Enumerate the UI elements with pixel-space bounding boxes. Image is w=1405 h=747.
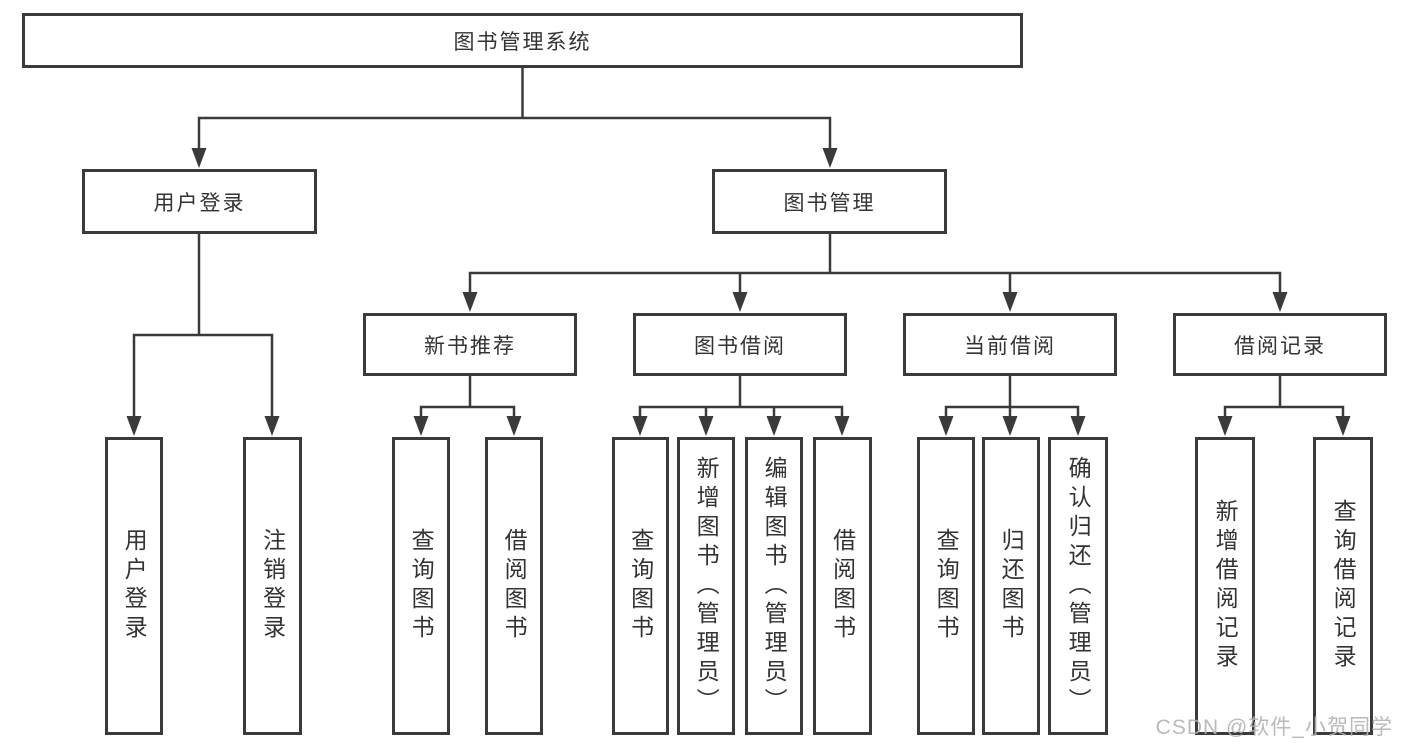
node-root: 图书管理系统 bbox=[22, 13, 1023, 68]
leaf-add-books-admin: 新增图书（管理员） bbox=[677, 437, 735, 735]
node-label: 借阅图书 bbox=[829, 528, 856, 644]
leaf-add-borrow-record: 新增借阅记录 bbox=[1195, 437, 1255, 735]
node-label: 用户登录 bbox=[121, 528, 148, 644]
node-label: 查询图书 bbox=[933, 528, 960, 644]
node-label: 确认归还（管理员） bbox=[1065, 455, 1092, 717]
node-book-management: 图书管理 bbox=[712, 169, 947, 234]
node-label: 图书借阅 bbox=[694, 334, 786, 358]
node-label: 新书推荐 bbox=[424, 334, 516, 358]
leaf-user-login: 用户登录 bbox=[105, 437, 163, 735]
leaf-query-borrow-record: 查询借阅记录 bbox=[1313, 437, 1373, 735]
arrowheads bbox=[126, 148, 1351, 436]
leaf-logout: 注销登录 bbox=[243, 437, 302, 735]
leaf-confirm-return-admin: 确认归还（管理员） bbox=[1048, 437, 1108, 735]
node-borrow-records: 借阅记录 bbox=[1173, 313, 1387, 376]
node-new-book-recommend: 新书推荐 bbox=[363, 313, 577, 376]
leaf-borrow-books-2: 借阅图书 bbox=[813, 437, 872, 735]
node-label: 查询图书 bbox=[408, 528, 435, 644]
node-label: 图书管理 bbox=[783, 191, 876, 215]
node-label: 归还图书 bbox=[998, 528, 1025, 644]
node-label: 查询图书 bbox=[627, 528, 654, 644]
leaf-edit-books-admin: 编辑图书（管理员） bbox=[745, 437, 803, 735]
node-label: 借阅记录 bbox=[1234, 334, 1326, 358]
leaf-query-books-2: 查询图书 bbox=[612, 437, 669, 735]
node-label: 查询借阅记录 bbox=[1330, 499, 1357, 673]
leaf-query-books-3: 查询图书 bbox=[917, 437, 975, 735]
node-label: 新增图书（管理员） bbox=[693, 455, 720, 717]
node-book-borrow: 图书借阅 bbox=[633, 313, 847, 376]
node-label: 借阅图书 bbox=[501, 528, 528, 644]
watermark: CSDN @软件_小贺同学 bbox=[1155, 716, 1393, 739]
node-label: 图书管理系统 bbox=[453, 30, 592, 54]
node-current-borrow: 当前借阅 bbox=[903, 313, 1117, 376]
node-user-login: 用户登录 bbox=[82, 169, 317, 234]
leaf-query-books-1: 查询图书 bbox=[392, 437, 450, 735]
node-label: 用户登录 bbox=[153, 191, 246, 215]
node-label: 编辑图书（管理员） bbox=[761, 455, 788, 717]
leaf-borrow-books-1: 借阅图书 bbox=[485, 437, 543, 735]
node-label: 注销登录 bbox=[259, 528, 286, 644]
connector-paths bbox=[132, 68, 1345, 417]
leaf-return-books: 归还图书 bbox=[982, 437, 1040, 735]
node-label: 新增借阅记录 bbox=[1212, 499, 1239, 673]
node-label: 当前借阅 bbox=[964, 334, 1056, 358]
